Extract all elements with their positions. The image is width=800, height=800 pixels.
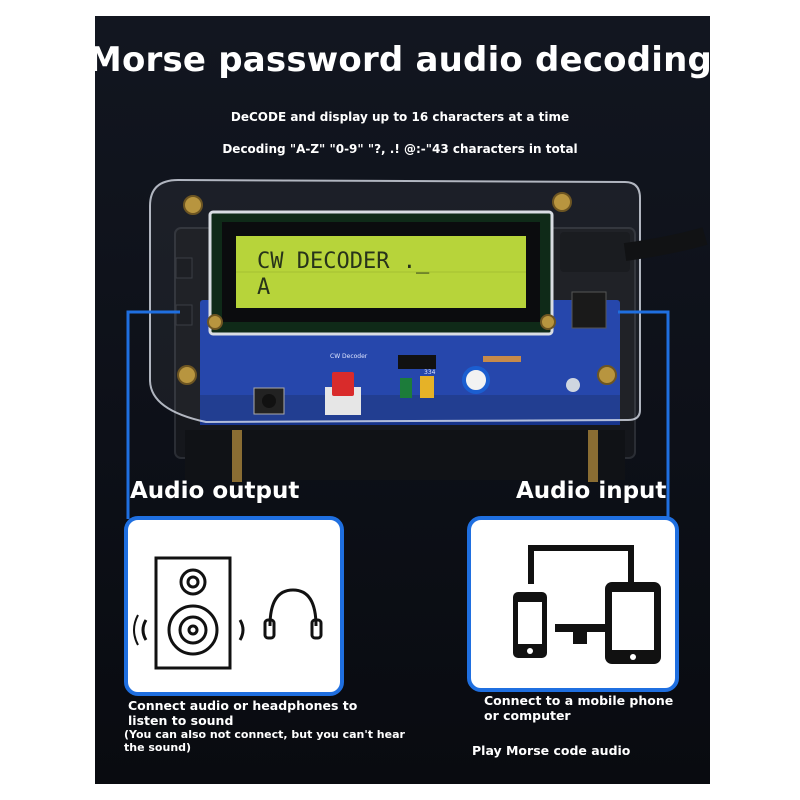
audio-input-card	[467, 516, 679, 692]
audio-output-icons	[133, 556, 323, 670]
connector-line-left	[126, 310, 180, 519]
subtitle-line-1: DeCODE and display up to 16 characters a…	[230, 110, 570, 124]
audio-output-card	[124, 516, 344, 696]
brass-screw	[177, 365, 197, 385]
pcb-label: CW Decoder	[330, 353, 368, 360]
brass-screw	[183, 195, 203, 215]
push-button-black-cap	[262, 394, 276, 408]
connector-line-right	[618, 310, 670, 519]
audio-jack-left	[175, 304, 193, 326]
potentiometer	[462, 366, 490, 394]
pin-header	[571, 291, 607, 329]
audio-output-description: Connect audio or headphones to listen to…	[128, 698, 358, 728]
standoff-leg	[588, 430, 598, 482]
audio-jack-left	[175, 257, 193, 279]
capacitor	[420, 376, 434, 398]
subtitle-line-2: Decoding "A-Z" "0-9" "?, .! @:-"43 chara…	[222, 142, 578, 156]
monitor-stand-icon	[555, 624, 605, 632]
push-button-red	[332, 372, 354, 396]
audio-output-heading: Audio output	[130, 478, 300, 504]
resistor	[483, 356, 521, 362]
audio-input-description: Connect to a mobile phone or computer	[484, 693, 674, 723]
lcd-line-2: A	[257, 275, 270, 300]
brass-screw	[597, 365, 617, 385]
lcd-screen	[236, 236, 526, 308]
brass-screw	[540, 314, 556, 330]
capacitor	[400, 378, 412, 398]
headphones-icon	[263, 588, 323, 640]
brass-screw	[207, 314, 223, 330]
audio-input-heading: Audio input	[516, 478, 667, 504]
brass-screw	[552, 192, 572, 212]
audio-output-note: (You can also not connect, but you can't…	[124, 728, 405, 754]
power-jack	[560, 232, 630, 272]
audio-input-note: Play Morse code audio	[472, 743, 631, 758]
led	[566, 378, 580, 392]
pot-label: 334	[424, 369, 436, 376]
enclosure-bottom	[185, 430, 625, 480]
speaker-icon	[133, 556, 245, 670]
monitor-icon	[528, 545, 634, 584]
phone-icon	[513, 592, 547, 658]
tablet-icon	[605, 582, 661, 664]
page-title: Morse password audio decoding	[87, 40, 713, 80]
power-cable	[623, 227, 708, 261]
monitor-base-icon	[573, 630, 587, 644]
standoff-leg	[232, 430, 242, 482]
chip	[398, 355, 436, 369]
lcd-line-1: CW DECODER ._	[257, 249, 430, 274]
audio-input-icons	[513, 545, 661, 664]
